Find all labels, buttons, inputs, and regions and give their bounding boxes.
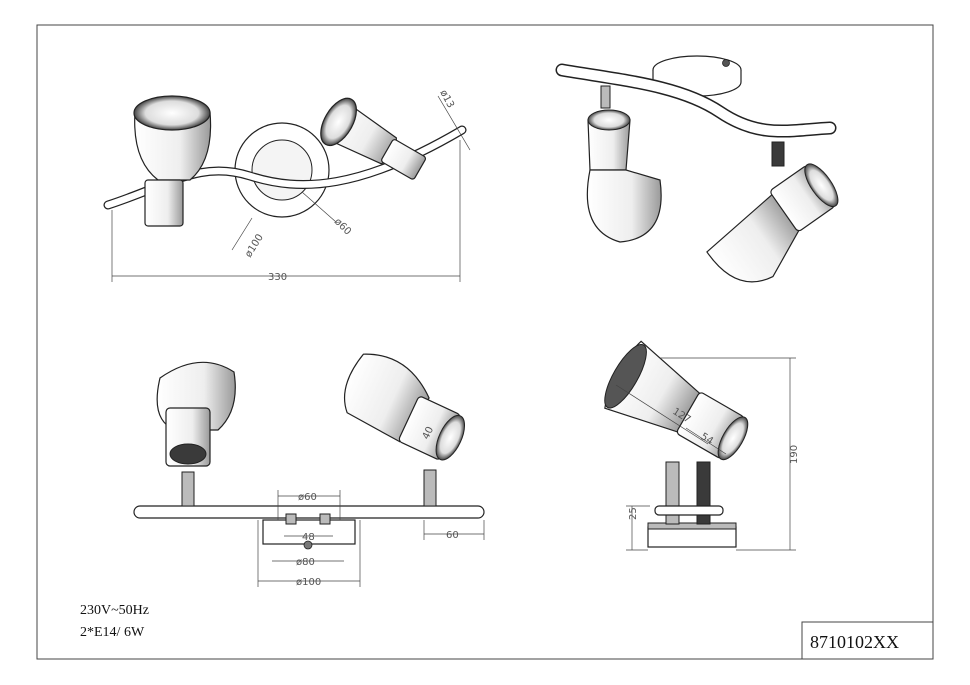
top-view: 330 ø100 ø60 ø13 xyxy=(103,88,471,283)
dim-100: ø100 xyxy=(296,577,321,588)
dim-190: 190 xyxy=(789,445,800,464)
persp-right-cup xyxy=(706,191,801,283)
top-base-inner xyxy=(251,139,313,201)
front-rail xyxy=(133,505,485,519)
top-right-holder xyxy=(381,139,426,180)
model-number-box xyxy=(801,621,934,660)
dim-inner-60: ø60 xyxy=(332,216,353,237)
dim-width-330: 330 xyxy=(268,272,287,283)
side-view: 190 127 54 25 xyxy=(604,340,800,551)
drawing-frame xyxy=(36,24,934,660)
dim-40: 40 xyxy=(421,425,436,441)
perspective-view xyxy=(555,55,839,283)
top-right-cup-rim xyxy=(320,97,357,147)
persp-left-cup xyxy=(586,169,662,243)
top-left-cup-rim xyxy=(133,95,211,131)
persp-screw-icon xyxy=(722,59,730,67)
dim-plate-60: ø60 xyxy=(298,492,317,503)
dim-60: 60 xyxy=(446,530,459,541)
dim-80: ø80 xyxy=(296,557,315,568)
front-view: ø60 48 ø80 ø100 60 40 xyxy=(133,353,485,588)
side-base xyxy=(647,526,737,548)
spec-bulb: 2*E14/ 6W xyxy=(80,625,145,640)
front-screw-icon xyxy=(303,540,313,550)
model-number: 8710102XX xyxy=(810,632,899,652)
top-left-cup xyxy=(134,111,212,181)
spec-voltage: 230V~50Hz xyxy=(80,603,149,618)
dim-48: 48 xyxy=(302,532,315,543)
dim-25: 25 xyxy=(628,507,639,520)
top-left-holder xyxy=(144,179,184,227)
front-mount-block xyxy=(262,519,356,545)
dim-base-100: ø100 xyxy=(243,232,266,259)
